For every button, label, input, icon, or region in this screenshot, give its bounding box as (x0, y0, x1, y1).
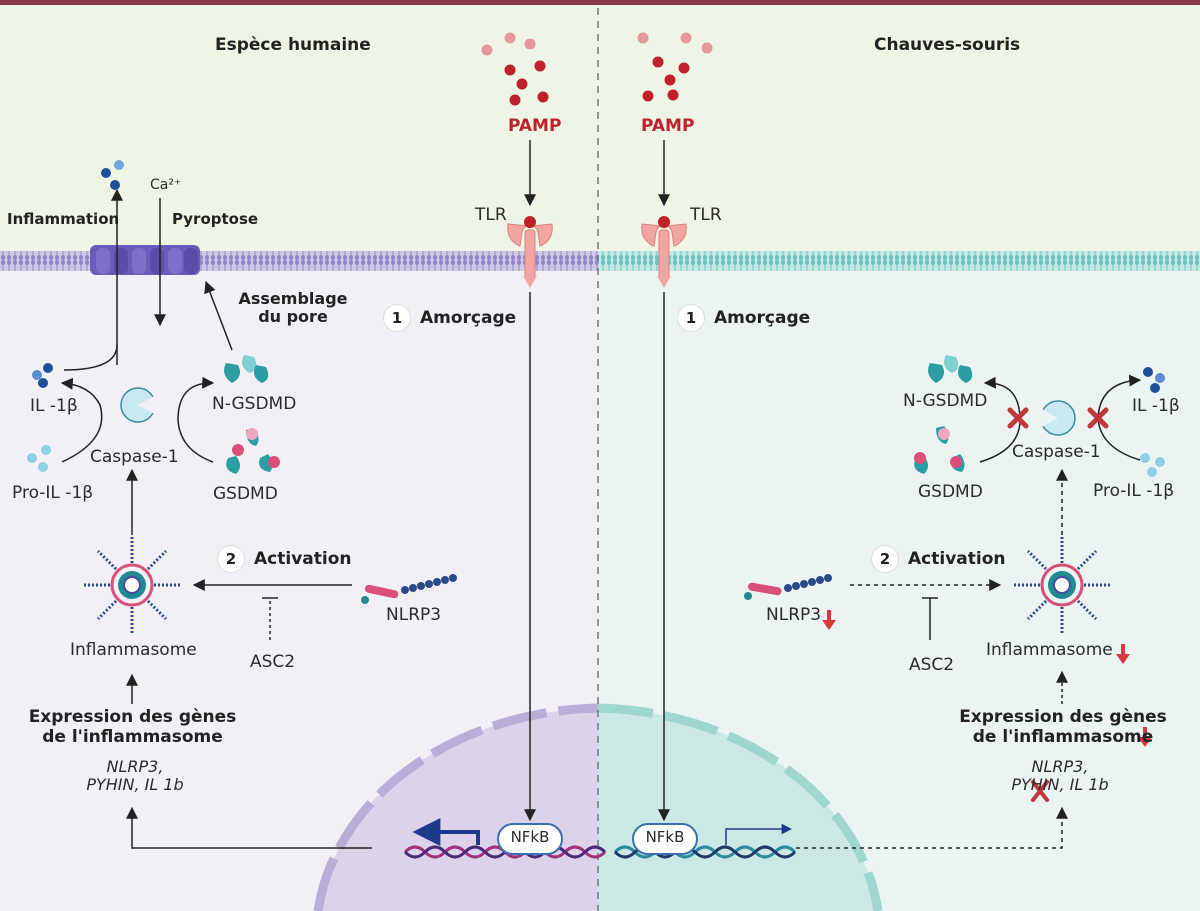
expression-line1-right: Expression des gènes (959, 707, 1167, 727)
inflammasome-label-right: Inflammasome (986, 640, 1113, 660)
arrow-dna-expression-right (796, 806, 1068, 849)
asc2-label-left: ASC2 (250, 652, 296, 672)
arrow-pro-to-il1b-left (60, 377, 103, 463)
title-human: Espèce humaine (215, 35, 371, 55)
blocked-x-icon-right (1087, 407, 1109, 429)
gsdmd-label-left: GSDMD (213, 484, 278, 504)
n-gsdmd-label-right: N-GSDMD (903, 391, 988, 411)
calcium-label: Ca²⁺ (150, 177, 182, 193)
genes-line1-right: NLRP3, (1031, 757, 1089, 776)
top-bg (0, 0, 1200, 255)
step2-label-right: Activation (908, 549, 1006, 569)
assemblage-line2: du pore (258, 307, 328, 327)
inflammasome-label-left: Inflammasome (70, 640, 197, 660)
il1b-particles-left (32, 363, 53, 388)
pro-il1b-label-right: Pro-IL -1β (1093, 481, 1175, 501)
tlr-receptor-left (507, 216, 553, 288)
inflammasome-icon-right (1014, 537, 1110, 633)
gsdmd-label-right: GSDMD (918, 482, 983, 502)
arrow-pore-assembly (204, 280, 233, 351)
gene-deleted-x-icon (1031, 780, 1049, 802)
pamp-particles-right (637, 32, 713, 102)
arrow-dna-expression-left (126, 806, 372, 849)
step2-left: 2 Activation (218, 546, 351, 572)
il1b-particles-right (1143, 367, 1165, 393)
nfkb-box-right (632, 823, 698, 855)
step2-badge-right: 2 (872, 546, 898, 572)
blocked-x-icon-left (1007, 407, 1029, 429)
membrane-left (0, 251, 598, 271)
caspase-label-left: Caspase-1 (90, 447, 179, 467)
step2-right: 2 Activation (872, 546, 1005, 572)
step2-badge-left: 2 (218, 546, 244, 572)
pro-il1b-particles-right (1140, 453, 1165, 477)
inflammasome-icon-left (84, 537, 180, 633)
pamp-label-right: PAMP (641, 116, 695, 136)
nucleus-left (313, 703, 599, 911)
genes-line2-right: PYHIN, IL 1b (990, 776, 1130, 794)
nlrp3-label-right: NLRP3 (766, 605, 822, 625)
tlr-receptor-right (641, 216, 687, 288)
step1-label-right: Amorçage (714, 308, 811, 328)
n-gsdmd-icon-left (224, 355, 269, 383)
genes-line2b-right: HIN, IL 1b (1030, 775, 1109, 795)
gsdmd-icon-right (914, 426, 965, 474)
il1b-label-right: IL -1β (1132, 396, 1180, 416)
decrease-arrow-icon-nlrp3 (822, 610, 836, 630)
pro-il1b-particles-left (27, 445, 51, 472)
step1-badge-left: 1 (384, 305, 410, 331)
step1-badge-right: 1 (678, 305, 704, 331)
nlrp3-icon-left (361, 574, 457, 604)
step1-right: 1 Amorçage (678, 305, 810, 331)
assemblage-line1: Assemblage (238, 289, 348, 308)
arrow-gsdmd-cleave-left (177, 376, 215, 463)
inflammation-label: Inflammation (7, 210, 120, 228)
expression-line1-left: Expression des gènes (28, 707, 237, 727)
title-bats: Chauves-souris (874, 35, 1021, 55)
step1-label-left: Amorçage (420, 308, 517, 328)
nlrp3-label-left: NLRP3 (386, 605, 442, 625)
pro-il1b-label-left: Pro-IL -1β (12, 483, 94, 503)
expression-line2-right: de l'inflammasome (972, 726, 1154, 747)
genes-line2-left: PYHIN, IL 1b (86, 775, 184, 795)
decrease-arrow-icon-expression (1138, 727, 1152, 747)
n-gsdmd-icon-right (928, 355, 973, 383)
caspase-label-right: Caspase-1 (1012, 442, 1101, 462)
genes-line2a-right: PY (1011, 775, 1031, 795)
nlrp3-icon-right (744, 574, 832, 600)
top-border (0, 0, 1200, 5)
pamp-particles-left (481, 32, 549, 106)
nfkb-label-left: NFkB (510, 828, 550, 846)
transcription-arrow-right (725, 823, 793, 845)
transcription-arrow-left (412, 818, 480, 846)
pamp-label-left: PAMP (508, 116, 562, 136)
genes-label-left: NLRP3,PYHIN, IL 1b (50, 757, 220, 795)
nfkb-box-left (497, 823, 563, 855)
step1-left: 1 Amorçage (384, 305, 516, 331)
n-gsdmd-label-left: N-GSDMD (212, 394, 297, 414)
pyroptosis-pore (90, 245, 200, 275)
nfkb-label-right: NFkB (645, 828, 685, 846)
arrow-il1b-to-inflammation (63, 344, 118, 371)
decrease-arrow-icon-inflammasome (1116, 644, 1130, 664)
gsdmd-icon-left (226, 428, 280, 474)
membrane-right (598, 251, 1200, 271)
nucleus-right (597, 703, 883, 911)
asc2-label-right: ASC2 (909, 655, 955, 675)
step2-label-left: Activation (254, 549, 352, 569)
genes-line1-left: NLRP3, (106, 757, 164, 776)
il1b-label-left: IL -1β (30, 396, 78, 416)
tlr-label-right: TLR (690, 205, 722, 225)
expression-line2-left: de l'inflammasome (42, 726, 223, 747)
tlr-label-left: TLR (475, 205, 507, 225)
genes-label-right: NLRP3,PYHIN, IL 1b (990, 757, 1130, 795)
pyroptose-label: Pyroptose (172, 210, 259, 228)
